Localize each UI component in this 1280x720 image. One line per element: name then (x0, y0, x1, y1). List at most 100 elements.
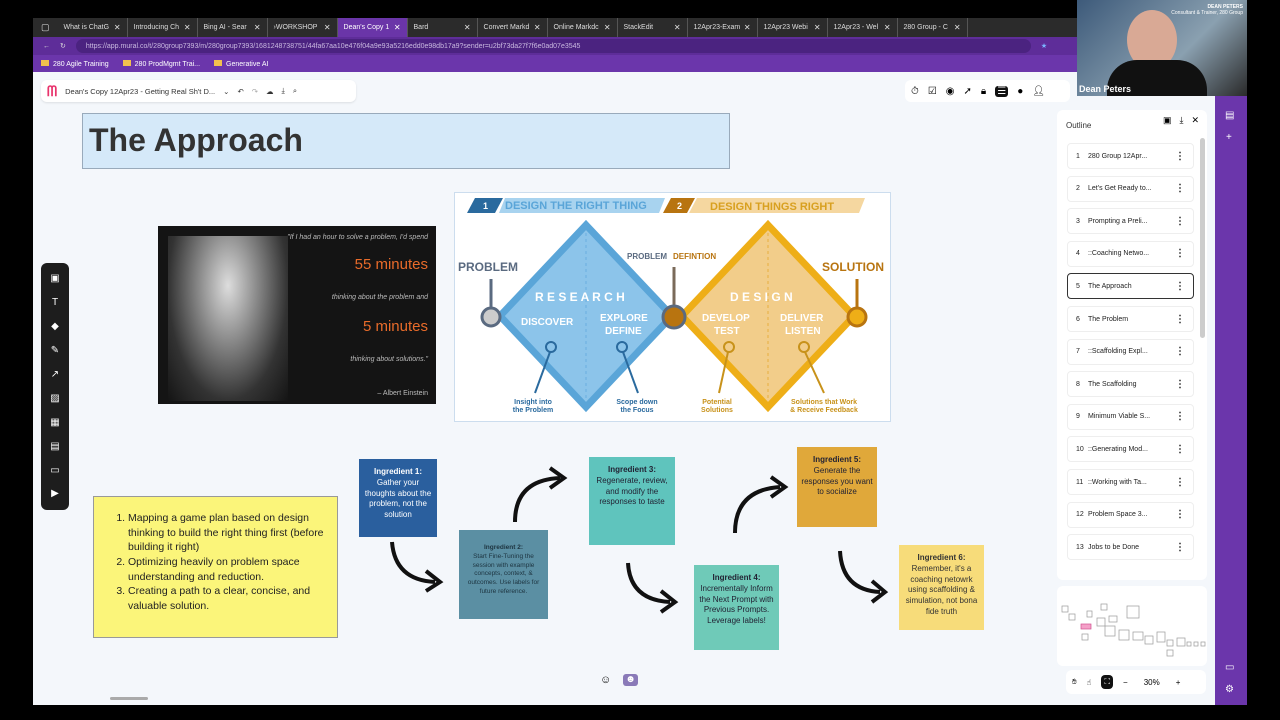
media-icon[interactable]: ▶ (51, 488, 59, 500)
outline-item[interactable]: 4::Coaching Netwo...⋮ (1067, 240, 1194, 267)
incognito-icon[interactable]: ◉ (945, 85, 955, 97)
horizontal-scrollbar[interactable] (110, 697, 148, 700)
ingredient-sticky[interactable]: Ingredient 4:Incrementally Inform the Ne… (694, 565, 779, 650)
search-icon[interactable]: ⌕ (292, 86, 298, 95)
bookmark-folder[interactable]: Generative AI (214, 59, 268, 68)
browser-tab[interactable]: Introducing Ch✕ (128, 18, 198, 37)
close-tab-icon[interactable]: ✕ (743, 23, 751, 32)
ingredient-sticky[interactable]: Ingredient 5:Generate the responses you … (797, 447, 877, 527)
more-options-icon[interactable]: ⋮ (1175, 541, 1185, 553)
zoom-level[interactable]: 30% (1143, 677, 1160, 687)
browser-tab[interactable]: Bard✕ (408, 18, 478, 37)
export-icon[interactable]: ⤓ (281, 86, 285, 95)
more-options-icon[interactable]: ⋮ (1175, 346, 1185, 358)
lock-icon[interactable]: 🔒︎ (980, 85, 987, 97)
outline-scrollbar[interactable] (1200, 138, 1205, 338)
more-options-icon[interactable]: ⋮ (1175, 215, 1185, 227)
more-options-icon[interactable]: ⋮ (1175, 443, 1185, 455)
user-icon[interactable]: 👤︎ (1032, 85, 1045, 97)
url-field[interactable]: https://app.mural.co/t/280group7393/m/28… (75, 39, 1031, 53)
outline-icon[interactable]: ☰ (995, 85, 1009, 97)
templates-icon[interactable]: ▦ (50, 416, 60, 428)
close-tab-icon[interactable]: ✕ (183, 23, 191, 32)
undo-icon[interactable]: ↶ (237, 86, 244, 96)
more-options-icon[interactable]: ⋮ (1175, 411, 1185, 423)
back-icon[interactable]: ← (43, 42, 50, 50)
close-tab-icon[interactable]: ✕ (603, 23, 611, 32)
bookmark-folder[interactable]: 280 Agile Training (41, 59, 109, 68)
mural-logo[interactable]: ᗰ (47, 82, 58, 99)
cloud-icon[interactable]: ☁ (266, 86, 274, 96)
browser-tab[interactable]: ›WORKSHOP✕ (268, 18, 338, 37)
timer-icon[interactable]: ⏱ (911, 85, 919, 97)
close-tab-icon[interactable]: ✕ (953, 23, 961, 32)
browser-tab[interactable]: Bing AI - Sear✕ (198, 18, 268, 37)
browser-tab[interactable]: What is ChatG✕ (58, 18, 128, 37)
chat-icon[interactable]: ● (1017, 85, 1024, 97)
more-options-icon[interactable]: ⋮ (1175, 248, 1185, 260)
reload-icon[interactable]: ↻ (60, 43, 66, 50)
reaction-icon[interactable]: ☺ (600, 674, 612, 686)
close-tab-icon[interactable]: ✕ (393, 23, 401, 32)
browser-tab[interactable]: Online Markdc✕ (548, 18, 618, 37)
board-title[interactable]: Dean's Copy 12Apr23 - Getting Real Sh't … (65, 86, 216, 96)
browser-tab[interactable]: 12Apr23 - Wel✕ (828, 18, 898, 37)
browser-tab[interactable]: 12Apr23-Exam✕ (688, 18, 758, 37)
bookmark-folder[interactable]: 280 ProdMgmt Trai... (122, 59, 200, 68)
sticky-note-icon[interactable]: ▣ (50, 273, 60, 285)
select-tool-icon[interactable]: ☝︎ (1086, 677, 1092, 687)
summary-sticky[interactable]: Mapping a game plan based on design thin… (93, 496, 338, 638)
bookmark-star-icon[interactable]: ★ (1040, 43, 1048, 50)
hand-tool-icon[interactable]: ✋︎ (1072, 677, 1077, 686)
more-options-icon[interactable]: ⋮ (1175, 476, 1185, 488)
fit-view-icon[interactable]: ⛶ (1101, 675, 1114, 689)
table-icon[interactable]: ▤ (50, 440, 60, 452)
connector-icon[interactable]: ↗ (50, 369, 60, 380)
browser-tab[interactable]: 280 Group - C✕ (898, 18, 968, 37)
more-options-icon[interactable]: ⋮ (1175, 280, 1185, 292)
more-options-icon[interactable]: ⋮ (1175, 509, 1185, 521)
panel-toggle-icon[interactable]: ▭ (1225, 662, 1235, 673)
outline-panel-icon[interactable]: ▤ (1225, 110, 1235, 121)
ingredient-sticky[interactable]: Ingredient 1:Gather your thoughts about … (359, 459, 437, 537)
ingredient-sticky[interactable]: Ingredient 2:Start Fine-Tuning the sessi… (459, 530, 548, 619)
present-icon[interactable]: ▣ (1162, 115, 1172, 125)
double-diamond-diagram[interactable]: 1 DESIGN THE RIGHT THING 2 DESIGN THINGS… (454, 192, 891, 422)
more-options-icon[interactable]: ⋮ (1175, 150, 1185, 162)
outline-item[interactable]: 10::Generating Mod...⋮ (1067, 436, 1194, 463)
more-options-icon[interactable]: ⋮ (1175, 183, 1185, 195)
download-icon[interactable]: ⤓ (1179, 115, 1184, 125)
zoom-in-button[interactable]: + (1175, 677, 1181, 687)
image-icon[interactable]: ▨ (50, 392, 60, 404)
ingredient-sticky[interactable]: Ingredient 6:Remember, it's a coaching n… (899, 545, 984, 630)
text-icon[interactable]: T (51, 297, 59, 309)
browser-tab[interactable]: 12Apr23 Webi✕ (758, 18, 828, 37)
close-tab-icon[interactable]: ✕ (673, 23, 681, 32)
pen-icon[interactable]: ✎ (50, 345, 60, 357)
outline-item[interactable]: 11::Working with Ta...⋮ (1067, 469, 1194, 495)
shapes-icon[interactable]: ◆ (51, 321, 59, 333)
redo-icon[interactable]: ↷ (251, 86, 259, 96)
outline-item[interactable]: 7::Scaffolding Expl...⋮ (1067, 338, 1194, 365)
user-avatar[interactable]: ☻ (623, 674, 638, 686)
close-icon[interactable]: ✕ (1191, 115, 1199, 125)
slide-title[interactable]: The Approach (82, 113, 730, 169)
cursor-icon[interactable]: ➚ (963, 85, 972, 97)
browser-tab[interactable]: Dean's Copy 1✕ (337, 18, 408, 37)
chevron-down-icon[interactable]: ⌄ (223, 86, 230, 96)
close-tab-icon[interactable]: ✕ (253, 23, 261, 32)
more-options-icon[interactable]: ⋮ (1175, 313, 1185, 325)
minimap[interactable] (1057, 586, 1207, 666)
einstein-quote-image[interactable]: "If I had an hour to solve a problem, I'… (158, 226, 436, 404)
close-tab-icon[interactable]: ✕ (113, 23, 121, 32)
close-tab-icon[interactable]: ✕ (533, 23, 541, 32)
close-tab-icon[interactable]: ✕ (813, 23, 821, 32)
